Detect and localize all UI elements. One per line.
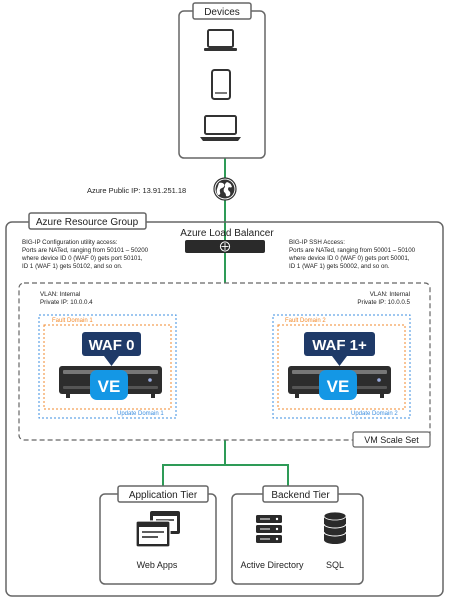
vm-scale-set-label-box bbox=[352, 431, 431, 448]
laptop-icon bbox=[204, 29, 237, 51]
resource-group-label-box bbox=[28, 212, 147, 230]
vm-scale-set-box bbox=[18, 282, 431, 441]
ve-label: VE bbox=[327, 377, 350, 396]
ve-badge: VE bbox=[90, 370, 128, 400]
ssh-access-note: BIG-IP SSH Access: Ports are NATed, rang… bbox=[288, 239, 416, 270]
config-access-line: ID 1 (WAF 1) gets 50102, and so on. bbox=[22, 263, 123, 270]
backend-tier-label-box bbox=[262, 485, 339, 503]
config-access-line: BIG-IP Configuration utility access: bbox=[22, 239, 118, 246]
vm-right-vlan: VLAN: Internal bbox=[370, 291, 410, 298]
waf-0-label: WAF 0 bbox=[89, 337, 135, 354]
database-icon bbox=[323, 511, 347, 544]
computer-icon bbox=[200, 115, 241, 141]
resource-group-box bbox=[5, 221, 444, 597]
config-access-line: Ports are NATed, ranging from 50101 – 50… bbox=[22, 247, 149, 254]
resource-group: Azure Resource Group bbox=[5, 212, 444, 597]
connector-tiers-split bbox=[162, 464, 289, 486]
update-domain-2-box bbox=[272, 314, 411, 419]
waf-1-badge bbox=[304, 332, 375, 356]
ssh-access-line: ID 1 (WAF 1) gets 50002, and so on. bbox=[289, 263, 390, 270]
fault-domain-1-box bbox=[43, 324, 172, 410]
globe-icon bbox=[213, 177, 237, 201]
waf-0-badge bbox=[82, 332, 141, 356]
config-access-line: where device ID 0 (WAF 0) gets port 5010… bbox=[21, 255, 143, 262]
load-balancer-title: Azure Load Balancer bbox=[180, 228, 274, 239]
config-access-note: BIG-IP Configuration utility access: Por… bbox=[21, 239, 149, 270]
devices-title: Devices bbox=[204, 7, 240, 18]
application-tier-label-box bbox=[117, 485, 209, 503]
vm-left-vlan: VLAN: Internal bbox=[40, 291, 80, 298]
application-tier: Application Tier Web Apps bbox=[99, 485, 217, 585]
vm-scale-set: VM Scale Set bbox=[18, 282, 431, 448]
phone-icon bbox=[211, 69, 231, 100]
devices-box bbox=[178, 10, 266, 159]
connectors bbox=[162, 157, 289, 486]
load-balancer-icon bbox=[219, 241, 231, 252]
application-tier-title: Application Tier bbox=[129, 490, 198, 501]
waf-1-pointer bbox=[332, 356, 347, 366]
public-ip-label: Azure Public IP: 13.91.251.18 bbox=[87, 186, 186, 195]
update-domain-1-label: Update Domain 1 bbox=[117, 411, 164, 417]
fault-domain-2-label: Fault Domain 2 bbox=[285, 318, 326, 324]
devices-group: Devices bbox=[178, 2, 266, 159]
ssh-access-line: Ports are NATed, ranging from 50001 – 50… bbox=[289, 247, 416, 254]
ssh-access-line: where device ID 0 (WAF 0) gets port 5000… bbox=[288, 255, 410, 262]
backend-tier-title: Backend Tier bbox=[271, 490, 330, 501]
vm-right-ip: Private IP: 10.0.0.5 bbox=[357, 299, 410, 306]
server-stack-icon bbox=[256, 515, 282, 543]
vm-right: VLAN: Internal Private IP: 10.0.0.5 Faul… bbox=[272, 291, 411, 419]
update-domain-1-box bbox=[38, 314, 177, 419]
fault-domain-1-label: Fault Domain 1 bbox=[52, 318, 93, 324]
vm-left-ip: Private IP: 10.0.0.4 bbox=[40, 299, 93, 306]
sql-label: SQL bbox=[326, 560, 344, 570]
ve-badge: VE bbox=[319, 370, 357, 400]
active-directory-label: Active Directory bbox=[240, 560, 304, 570]
update-domain-2-label: Update Domain 2 bbox=[351, 411, 398, 417]
ve-label: VE bbox=[98, 377, 121, 396]
vm-left: VLAN: Internal Private IP: 10.0.0.4 Faul… bbox=[38, 291, 177, 419]
backend-tier: Backend Tier Active Directory SQL bbox=[231, 485, 364, 585]
resource-group-title: Azure Resource Group bbox=[36, 217, 139, 228]
devices-label-box bbox=[192, 2, 252, 20]
waf-0-pointer bbox=[104, 356, 119, 366]
waf-1-label: WAF 1+ bbox=[312, 337, 367, 354]
fault-domain-2-box bbox=[277, 324, 406, 410]
load-balancer: Azure Load Balancer bbox=[180, 228, 274, 253]
ssh-access-line: BIG-IP SSH Access: bbox=[289, 239, 345, 246]
vm-scale-set-label: VM Scale Set bbox=[364, 435, 419, 445]
web-apps-label: Web Apps bbox=[137, 560, 178, 570]
web-apps-icon bbox=[135, 511, 180, 548]
